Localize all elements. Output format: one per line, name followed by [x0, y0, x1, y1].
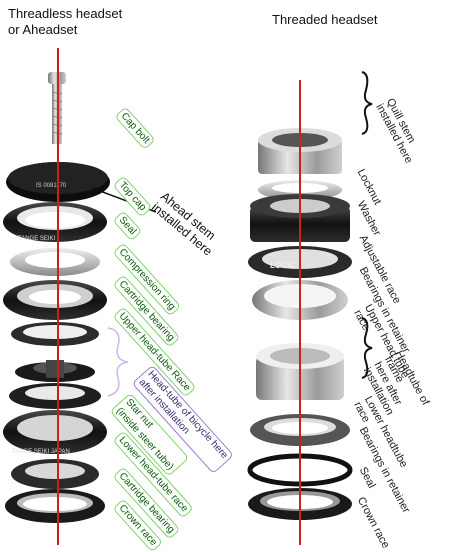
top-cap-marking: IS 0081170 [36, 183, 67, 189]
left-race-marking: TANGE SEIKI [18, 236, 56, 242]
right-title: Threaded headset [272, 12, 378, 27]
star-nut-part [15, 360, 95, 382]
left-lower-marking: TANGE SEIKI JAPAN [12, 449, 70, 455]
headtube-bracket [107, 327, 129, 397]
quill-brace [361, 71, 373, 135]
right-parts-stack: LOGIC [247, 71, 373, 545]
logic-marking: LOGIC [270, 261, 296, 270]
headtube-brace [361, 317, 373, 379]
left-parts-stack: IS 0081170 TANGE SEIKI TANGE SEIKI JAPAN [3, 48, 157, 545]
left-title: Threadless headset or Aheadset [8, 6, 123, 37]
